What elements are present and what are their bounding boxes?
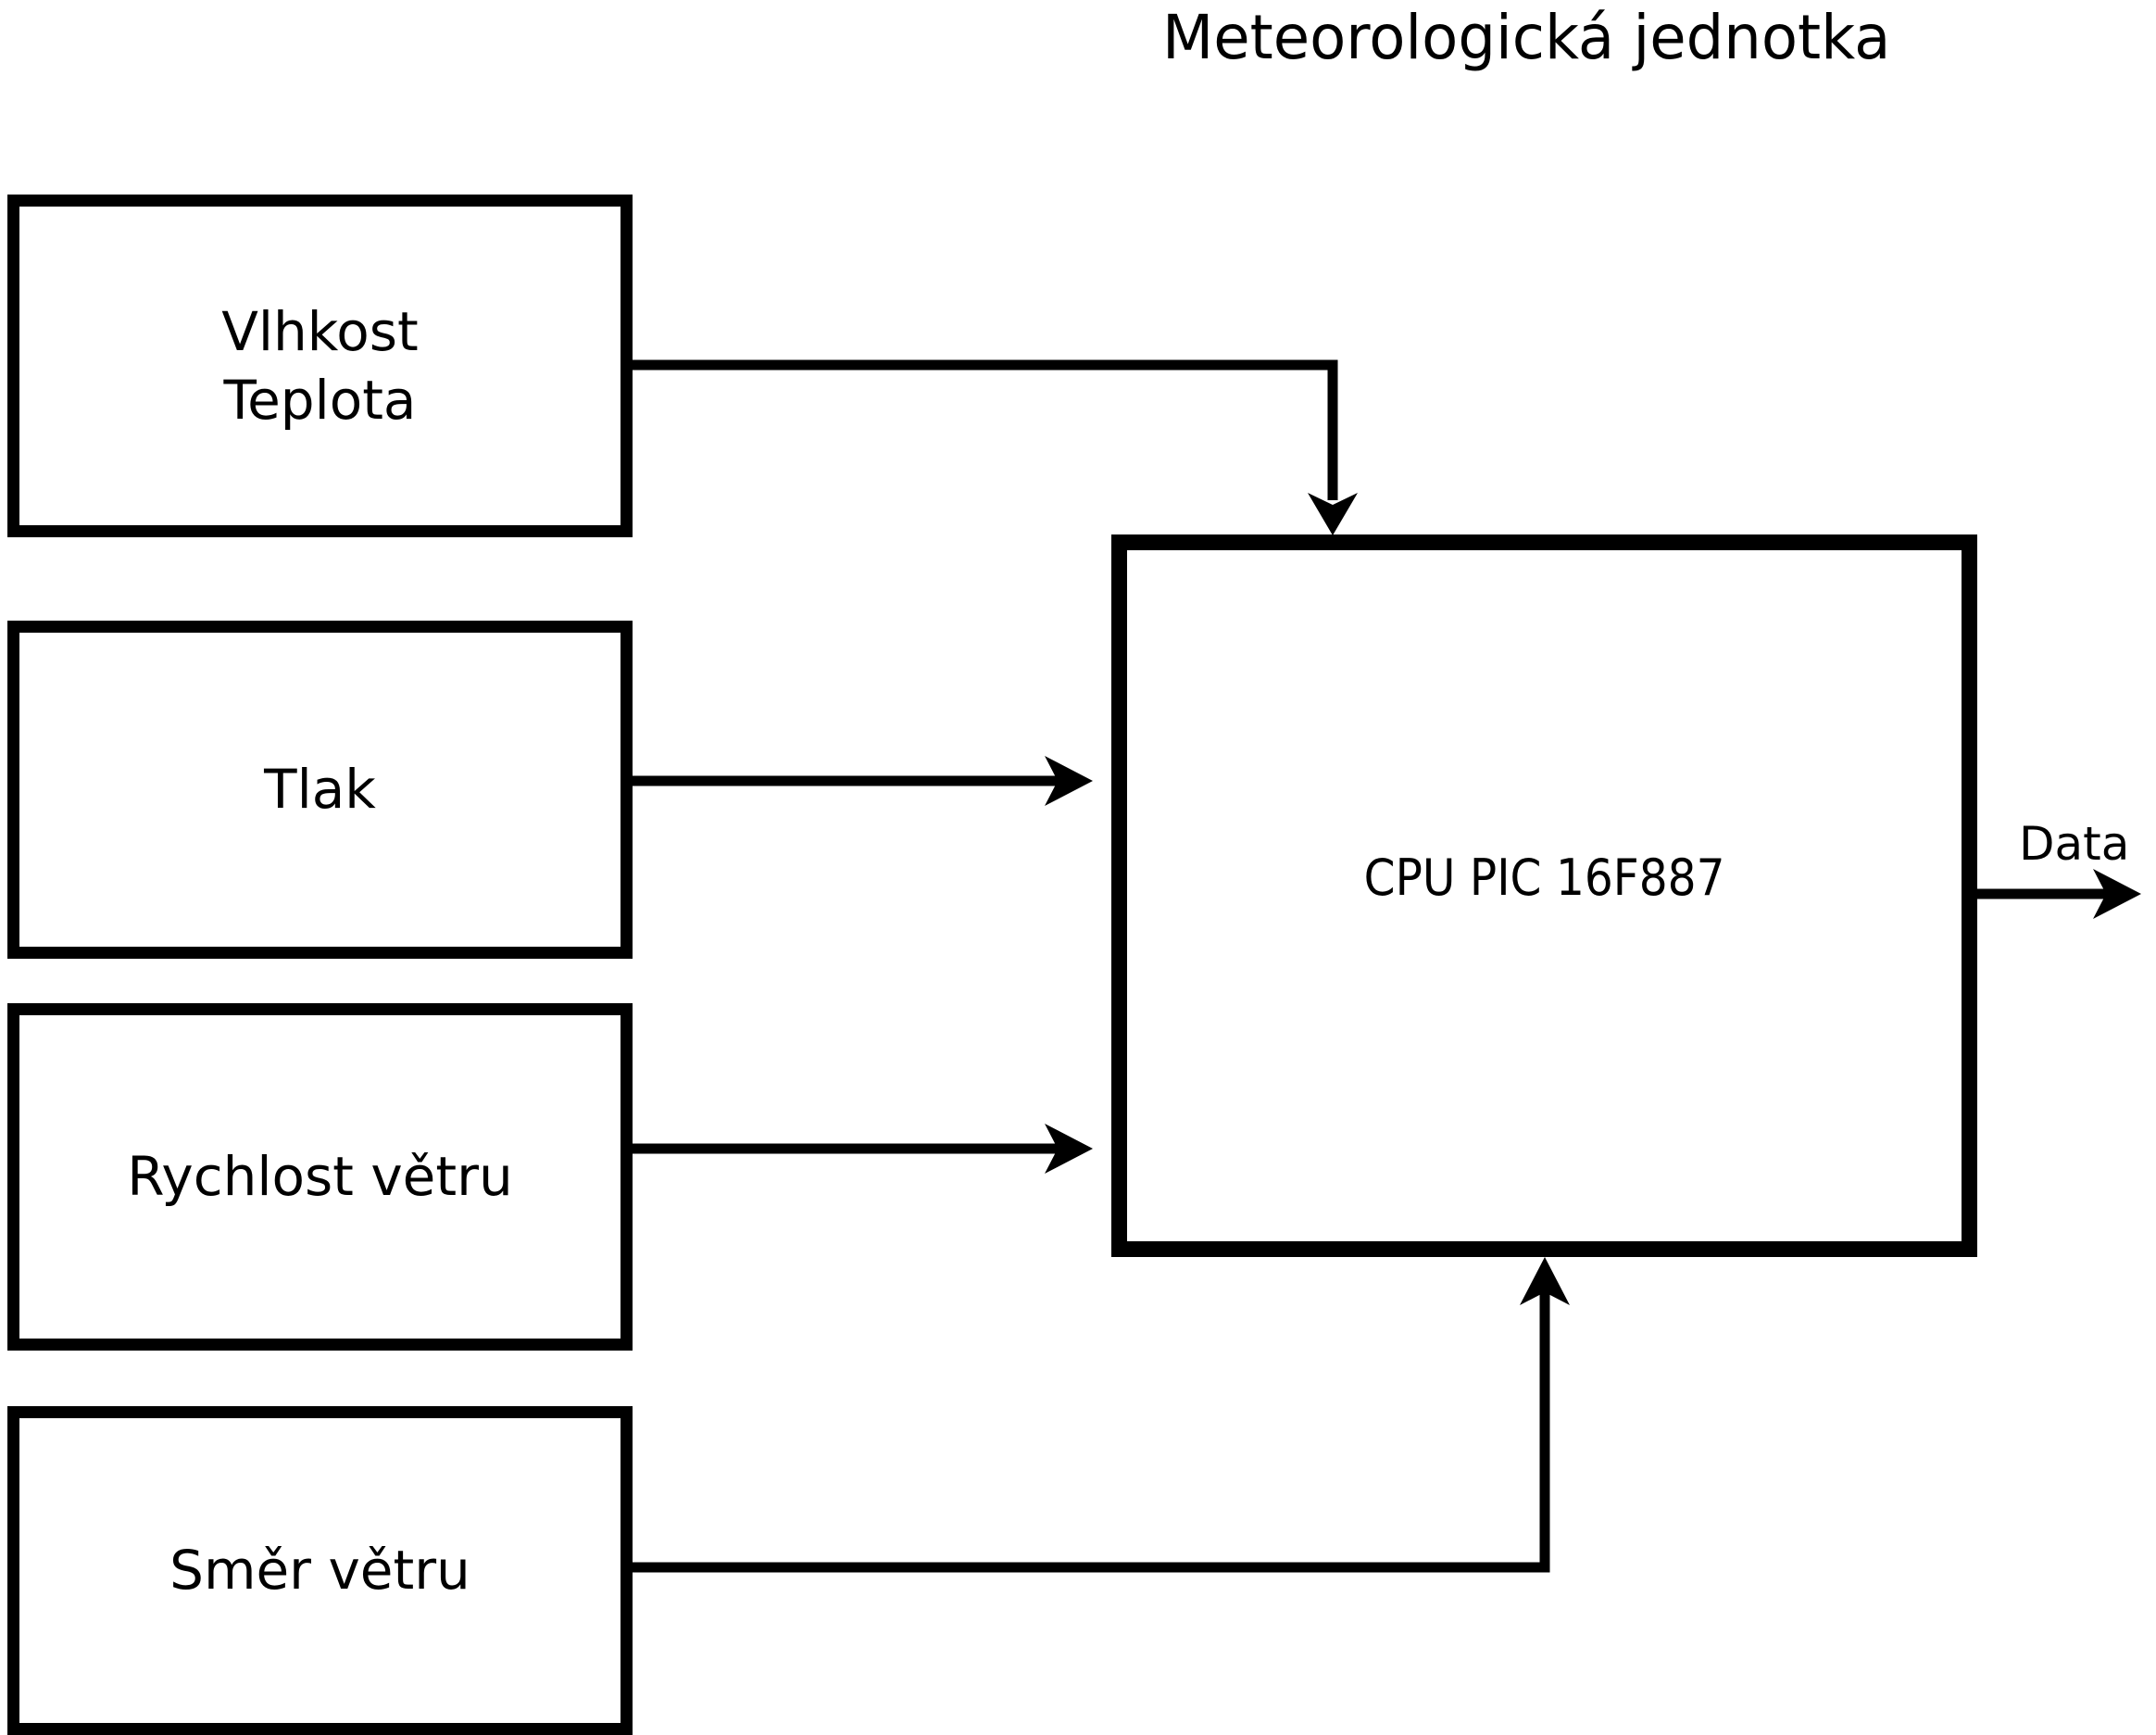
arrow-cpu-to-data-output: [1977, 869, 2141, 919]
data-output-label: Data: [2019, 817, 2130, 871]
arrow-wind-speed-to-cpu: [633, 1124, 1093, 1174]
input-box-wind-direction: Směr větru: [7, 1406, 633, 1735]
input-box-wind-speed: Rychlost větru: [7, 1003, 633, 1351]
wind-direction-label: Směr větru: [169, 1539, 470, 1603]
cpu-label: CPU PIC 16F887: [1363, 848, 1725, 907]
cpu-box: CPU PIC 16F887: [1111, 534, 1977, 1257]
input-box-pressure: Tlak: [7, 621, 633, 959]
pressure-label: Tlak: [264, 758, 376, 822]
wind-speed-label: Rychlost větru: [127, 1145, 513, 1209]
diagram-title: Meteorologická jednotka: [1162, 2, 1891, 73]
arrow-wind-direction-to-cpu: [633, 1257, 1570, 1573]
arrow-humidity-to-cpu: [633, 359, 1358, 535]
input-box-humidity-temperature: Vlhkost Teplota: [7, 195, 633, 537]
arrow-pressure-to-cpu: [633, 756, 1093, 806]
temperature-label: Teplota: [223, 369, 417, 432]
humidity-label: Vlhkost: [221, 299, 419, 363]
